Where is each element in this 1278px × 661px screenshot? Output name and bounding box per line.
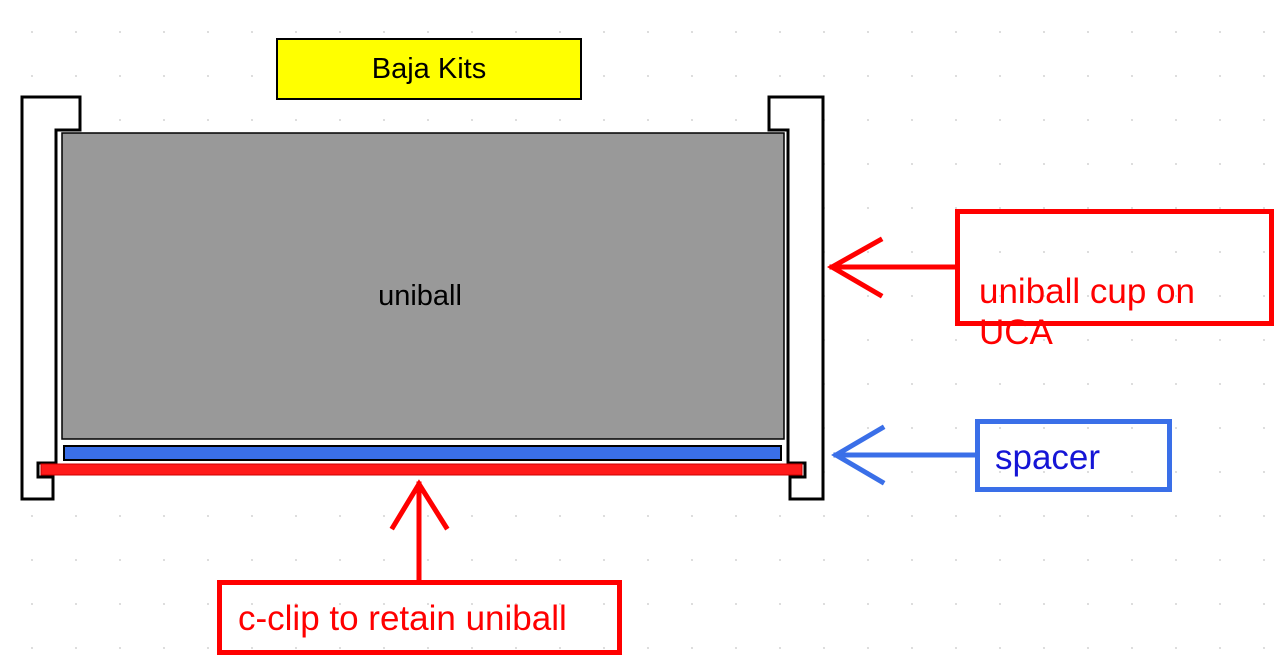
uniball-label: uniball bbox=[378, 280, 462, 312]
uniball-body bbox=[61, 132, 785, 440]
clip-callout-text: c-clip to retain uniball bbox=[238, 599, 567, 638]
title-label: Baja Kits bbox=[276, 38, 582, 100]
spacer-callout: spacer bbox=[975, 419, 1172, 492]
cup-callout: uniball cup on UCA bbox=[955, 209, 1274, 352]
clip-callout: c-clip to retain uniball bbox=[217, 580, 622, 655]
left-cup-wall bbox=[20, 95, 82, 501]
c-clip-bar bbox=[40, 463, 803, 476]
clip-arrow bbox=[389, 479, 450, 583]
cup-arrow bbox=[826, 236, 958, 299]
cup-callout-text: uniball cup on UCA bbox=[979, 272, 1195, 352]
spacer-arrow bbox=[831, 424, 978, 486]
spacer-bar bbox=[63, 445, 782, 461]
right-cup-wall bbox=[767, 95, 825, 501]
spacer-callout-text: spacer bbox=[995, 438, 1101, 477]
